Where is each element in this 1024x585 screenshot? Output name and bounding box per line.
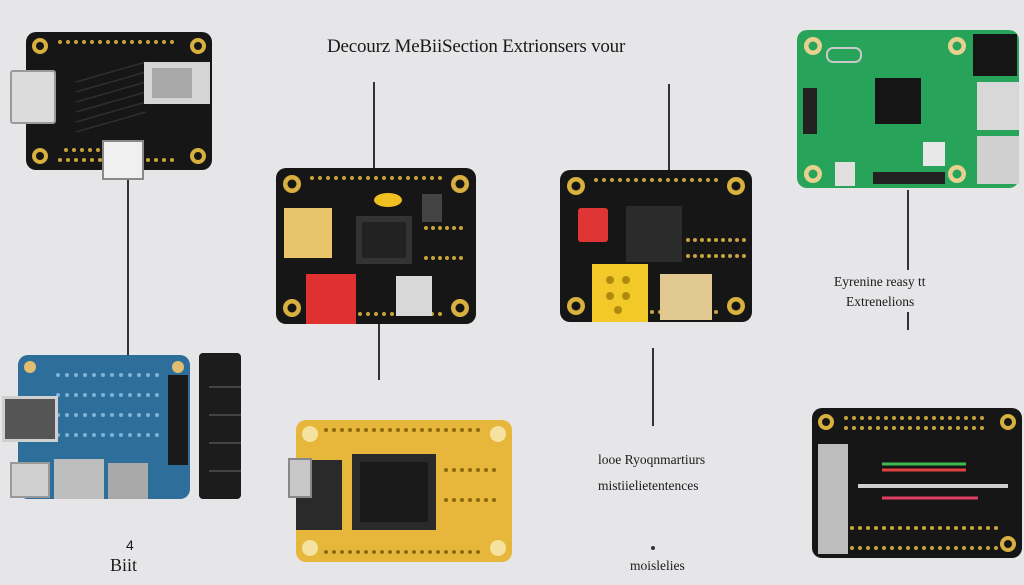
connector-line (378, 320, 380, 380)
label-bottom-left-1: 4 (126, 537, 134, 553)
connector-line (652, 348, 654, 426)
label-right-top-2: Extrenelions (846, 294, 915, 309)
label-bottom-left-2: Biit (110, 555, 138, 575)
connector-line (907, 312, 909, 330)
label-right-top-1: Eyrenine reasy tt (834, 274, 926, 289)
black-board-middle-left (276, 168, 476, 324)
small-mark (651, 546, 655, 550)
usb-port-icon (2, 396, 58, 442)
label-middle-2: mistiielietentences (598, 478, 699, 493)
usb-port-icon (10, 70, 56, 124)
connector-line (668, 84, 670, 170)
connector-line (373, 82, 375, 172)
connector-line (127, 180, 129, 355)
connector-line (907, 190, 909, 270)
yellow-board-bottom-middle (296, 420, 512, 562)
usb-port-icon (288, 458, 312, 498)
black-board-bottom-right (812, 408, 1022, 558)
connector-block (199, 353, 241, 499)
usb-port-icon (102, 140, 144, 180)
label-middle-1: looe Ryoqnmartiurs (598, 452, 706, 467)
usb-port-icon (10, 462, 50, 498)
black-board-middle-right (560, 170, 752, 322)
green-board-top-right (797, 30, 1019, 188)
label-bottom-center: moislelies (630, 558, 685, 573)
page-title: Decourz MeBiiSection Extrionsers vour (327, 36, 626, 57)
